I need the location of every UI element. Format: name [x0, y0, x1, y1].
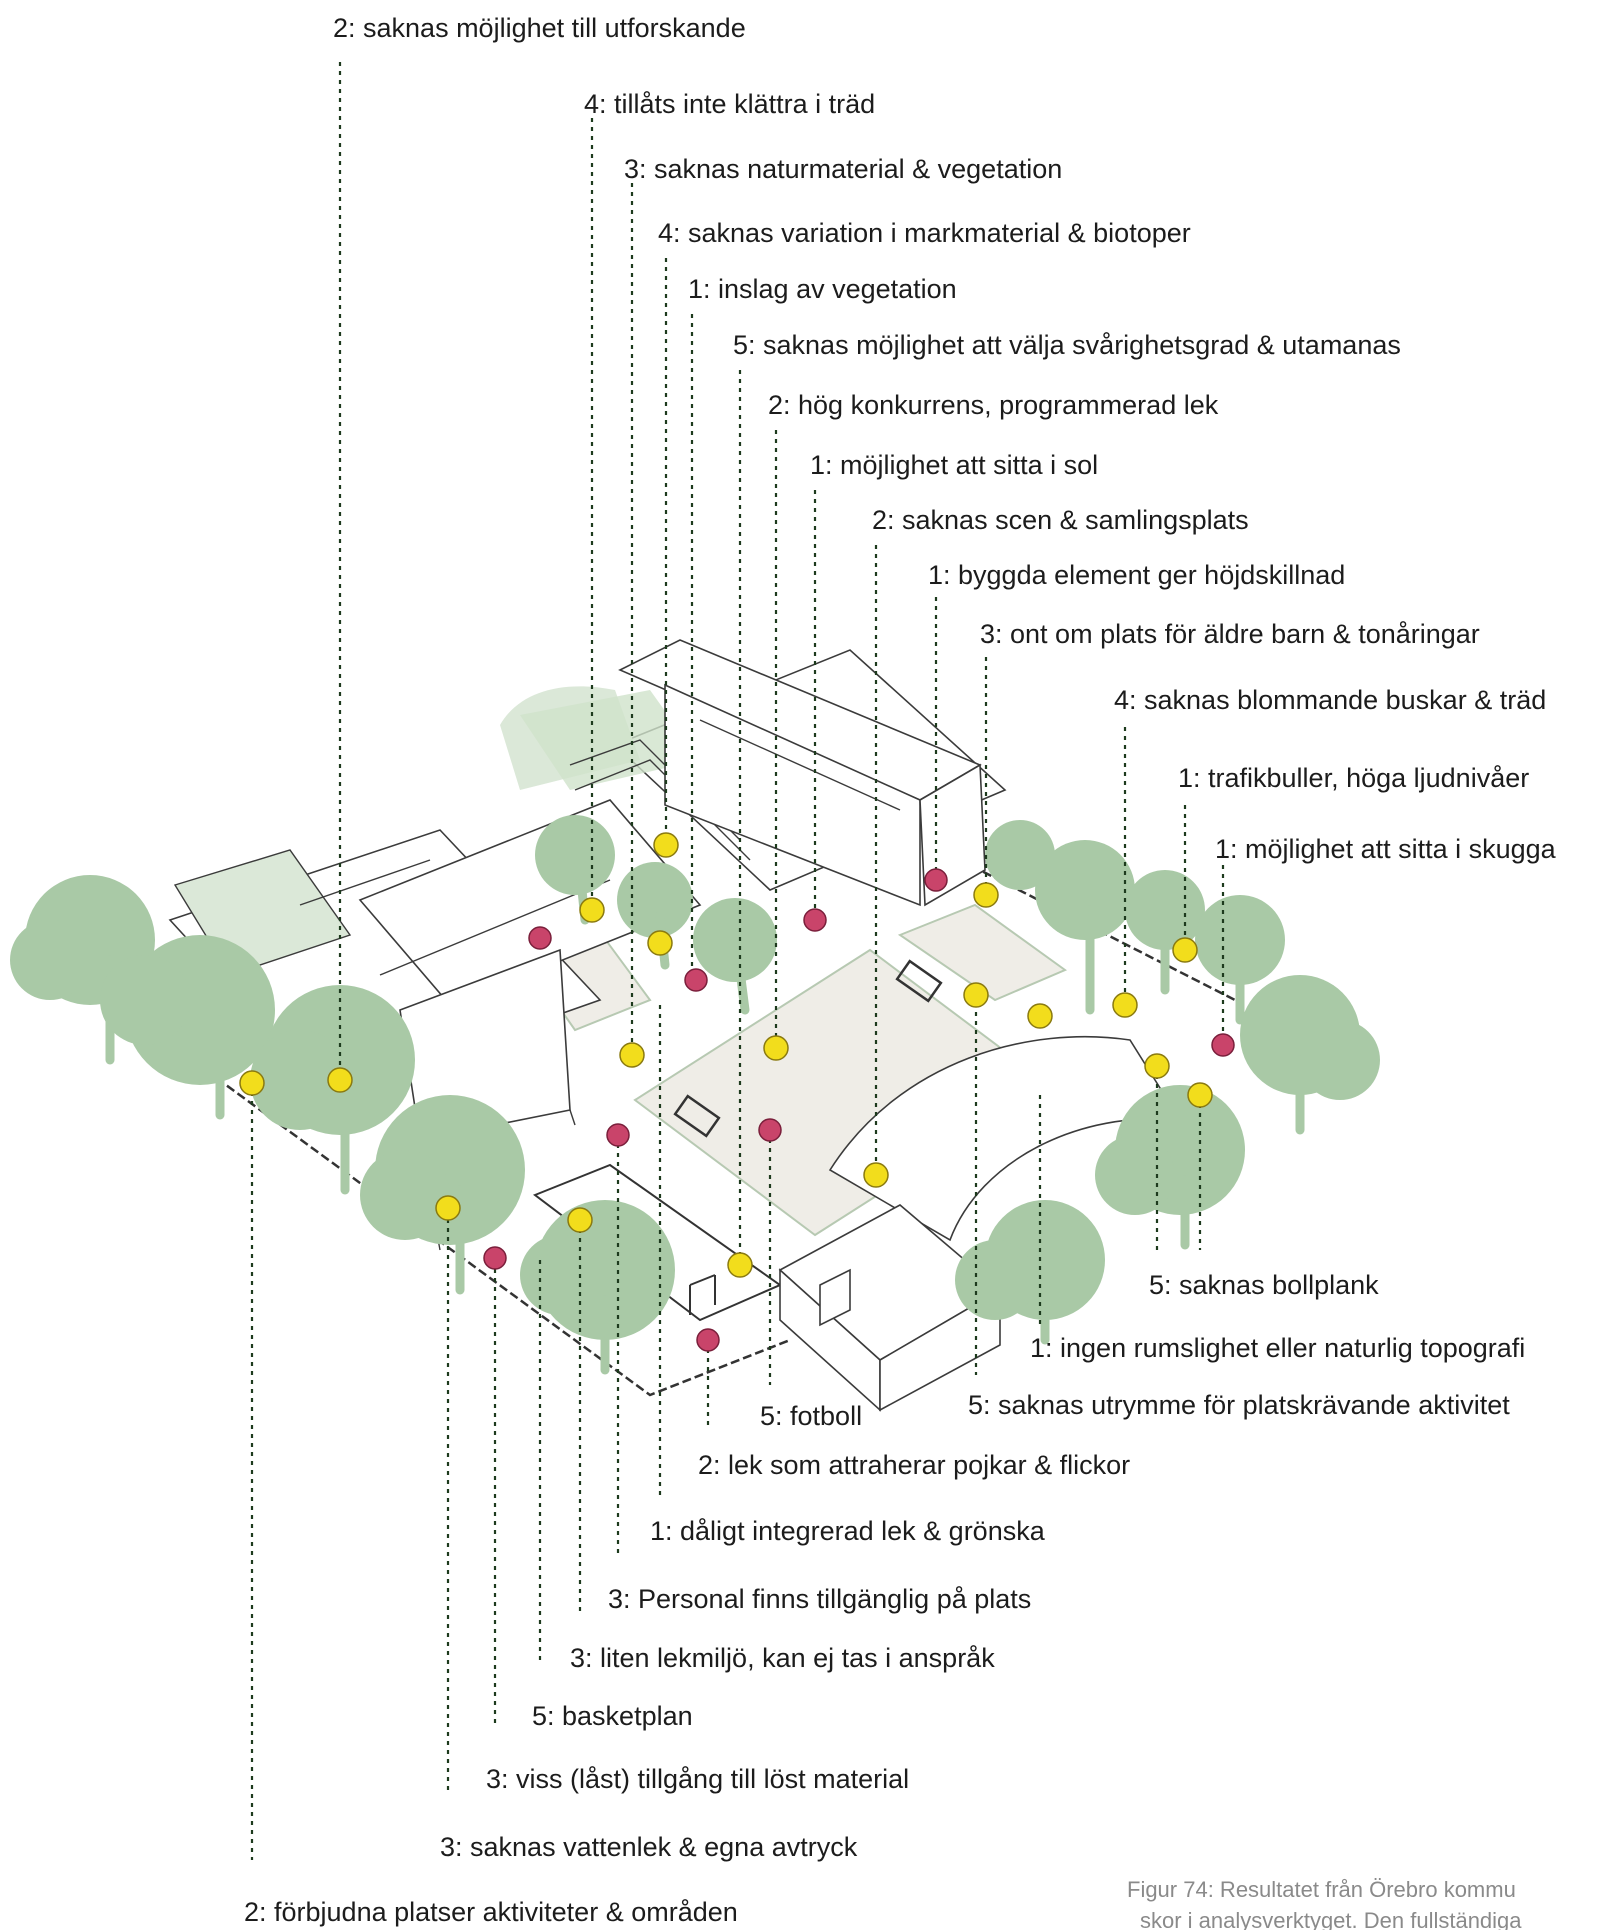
label-top-11: 3: ont om plats för äldre barn & tonårin…: [980, 619, 1480, 649]
building-northeast: [618, 639, 986, 907]
site-plan: [10, 639, 1380, 1412]
yellow-marker: [653, 832, 679, 858]
red-marker: [606, 1123, 630, 1147]
yellow-marker: [727, 1252, 753, 1278]
label-bottom-08: 3: liten lekmiljö, kan ej tas i anspråk: [570, 1643, 995, 1673]
red-marker: [924, 868, 948, 892]
figure-caption-line1: Figur 74: Resultatet från Örebro kommu: [1127, 1877, 1516, 1902]
yellow-marker: [239, 1070, 265, 1096]
yellow-marker: [327, 1067, 353, 1093]
yellow-marker: [973, 882, 999, 908]
football-goal-west: [673, 1094, 721, 1138]
leader-lines: [250, 62, 1225, 1860]
red-marker: [803, 908, 827, 932]
label-bottom-02: 1: ingen rumslighet eller naturlig topog…: [1030, 1333, 1525, 1363]
red-marker: [684, 968, 708, 992]
football-goal-east: [895, 959, 943, 1003]
markers: [239, 832, 1235, 1352]
label-top-02: 4: tillåts inte klättra i träd: [584, 89, 875, 119]
yellow-marker: [567, 1207, 593, 1233]
label-bottom-04: 5: fotboll: [760, 1401, 862, 1431]
yellow-marker: [1187, 1082, 1213, 1108]
label-top-10: 1: byggda element ger höjdskillnad: [928, 560, 1345, 590]
label-bottom-05: 2: lek som attraherar pojkar & flickor: [698, 1450, 1130, 1480]
label-top-13: 1: trafikbuller, höga ljudnivåer: [1178, 763, 1529, 793]
label-top-01: 2: saknas möjlighet till utforskande: [333, 13, 746, 43]
label-bottom-11: 3: saknas vattenlek & egna avtryck: [440, 1832, 858, 1862]
label-bottom-06: 1: dåligt integrerad lek & grönska: [650, 1516, 1046, 1546]
label-bottom-09: 5: basketplan: [532, 1701, 693, 1731]
trees: [10, 815, 1380, 1375]
label-top-05: 1: inslag av vegetation: [688, 274, 957, 304]
red-marker: [758, 1118, 782, 1142]
label-bottom-07: 3: Personal finns tillgänglig på plats: [608, 1584, 1031, 1614]
label-bottom-01: 5: saknas bollplank: [1149, 1270, 1379, 1300]
yellow-marker: [863, 1162, 889, 1188]
label-bottom-10: 3: viss (låst) tillgång till löst materi…: [486, 1764, 909, 1794]
yellow-marker: [579, 897, 605, 923]
yellow-marker: [435, 1195, 461, 1221]
label-top-07: 2: hög konkurrens, programmerad lek: [768, 390, 1219, 420]
swing-icon: [689, 1274, 716, 1315]
label-top-06: 5: saknas möjlighet att välja svårighets…: [733, 330, 1401, 360]
yellow-marker: [1112, 992, 1138, 1018]
label-bottom-03: 5: saknas utrymme för platskrävande akti…: [968, 1390, 1510, 1420]
label-top-04: 4: saknas variation i markmaterial & bio…: [658, 218, 1191, 248]
side-court: [897, 903, 1068, 1002]
yellow-marker: [619, 1042, 645, 1068]
building-southeast: [778, 1035, 1182, 1412]
yellow-marker: [1144, 1053, 1170, 1079]
yellow-marker: [1172, 937, 1198, 963]
yellow-marker: [963, 982, 989, 1008]
yellow-marker: [763, 1035, 789, 1061]
yellow-marker: [1027, 1003, 1053, 1029]
yellow-marker: [647, 930, 673, 956]
label-bottom-12: 2: förbjudna platser aktiviteter & områd…: [244, 1897, 738, 1927]
labels: 2: saknas möjlighet till utforskande 4: …: [244, 13, 1557, 1930]
red-marker: [696, 1328, 720, 1352]
figure-caption-line2: skor i analysverktyget. Den fullständiga: [1140, 1908, 1522, 1930]
label-top-14: 1: möjlighet att sitta i skugga: [1215, 834, 1557, 864]
label-top-08: 1: möjlighet att sitta i sol: [810, 450, 1098, 480]
label-top-03: 3: saknas naturmaterial & vegetation: [624, 154, 1062, 184]
red-marker: [483, 1246, 507, 1270]
label-top-12: 4: saknas blommande buskar & träd: [1114, 685, 1546, 715]
red-marker: [1211, 1033, 1235, 1057]
red-marker: [528, 926, 552, 950]
label-top-09: 2: saknas scen & samlingsplats: [872, 505, 1249, 535]
